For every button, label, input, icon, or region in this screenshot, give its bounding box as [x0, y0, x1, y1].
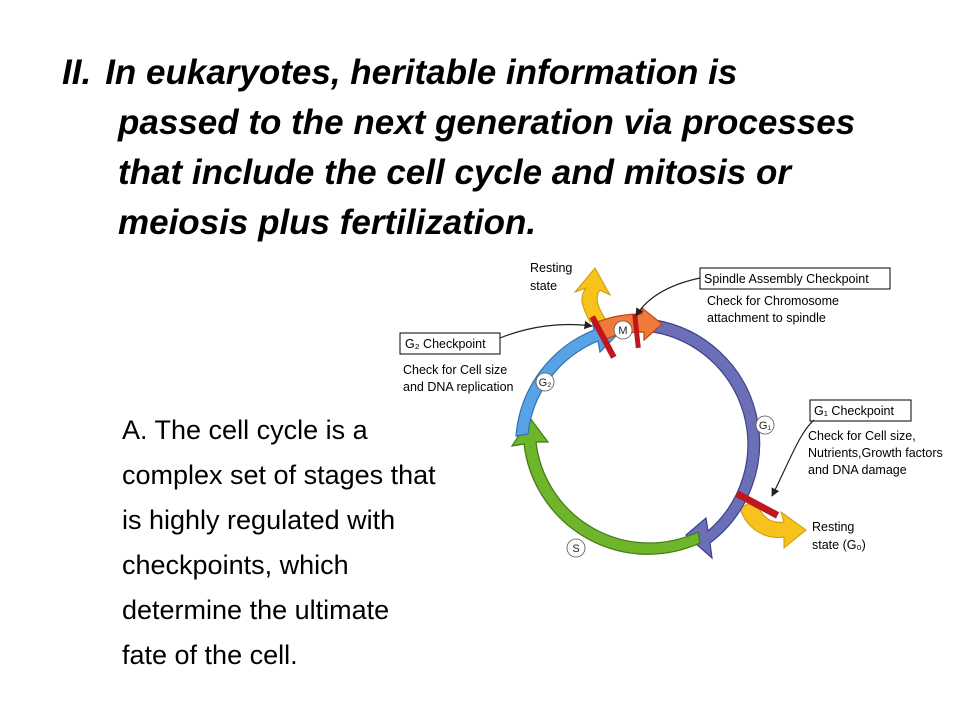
checkpoint-bar-g1 [735, 490, 780, 519]
phase-arc-g1 [652, 319, 761, 560]
resting-arrow-top [573, 267, 612, 323]
svg-text:M: M [618, 325, 627, 337]
body-line-2: complex set of stages that [122, 460, 436, 490]
phase-arc-s [510, 416, 701, 555]
svg-text:Check for Cell size,: Check for Cell size, [808, 429, 916, 443]
heading-line-1: II. In eukaryotes, heritable information … [62, 48, 942, 98]
svg-text:Check for Chromosome: Check for Chromosome [707, 294, 839, 308]
svg-text:state (G₀): state (G₀) [812, 538, 866, 552]
body-line-1: A. The cell cycle is a [122, 415, 368, 445]
svg-text:G₁ Checkpoint: G₁ Checkpoint [814, 404, 894, 418]
resting-state-top-label: Resting state [530, 261, 572, 293]
resting-arrow-bottom [739, 499, 807, 550]
spindle-checkpoint-box: Spindle Assembly Checkpoint Check for Ch… [635, 267, 891, 325]
svg-text:G₂ Checkpoint: G₂ Checkpoint [405, 337, 486, 351]
heading-numeral: II. [62, 53, 92, 92]
g2-checkpoint-box: G₂ Checkpoint Check for Cell size and DN… [399, 320, 593, 394]
phase-label-g1: G₁ [755, 415, 775, 435]
svg-text:Spindle Assembly Checkpoint: Spindle Assembly Checkpoint [704, 272, 869, 286]
cell-cycle-description: A. The cell cycle is a complex set of st… [122, 408, 522, 678]
resting-state-bottom-label: Resting state (G₀) [812, 520, 866, 552]
phase-label-s: S [566, 538, 586, 558]
heading-line-3: that include the cell cycle and mitosis … [118, 153, 791, 192]
body-line-5: determine the ultimate [122, 595, 390, 625]
heading-line-2: passed to the next generation via proces… [118, 103, 856, 142]
heading-line-4: meiosis plus fertilization. [118, 203, 537, 242]
svg-text:G₂: G₂ [539, 377, 552, 389]
svg-text:G₁: G₁ [759, 420, 772, 432]
svg-text:and DNA replication: and DNA replication [403, 380, 514, 394]
svg-text:Check for Cell size: Check for Cell size [403, 363, 507, 377]
checkpoint-bar-g2 [589, 315, 617, 359]
svg-text:Resting: Resting [812, 520, 854, 534]
svg-text:attachment to spindle: attachment to spindle [707, 311, 826, 325]
phase-label-m: M [613, 320, 633, 340]
svg-text:S: S [572, 543, 579, 555]
heading-text-1: In eukaryotes, heritable information is [105, 53, 738, 92]
svg-text:Resting: Resting [530, 261, 572, 275]
body-line-6: fate of the cell. [122, 640, 298, 670]
svg-text:Nutrients,Growth factors: Nutrients,Growth factors [808, 446, 943, 460]
body-line-3: is highly regulated with [122, 505, 396, 535]
phase-label-g2: G₂ [535, 372, 555, 392]
g1-checkpoint-box: G₁ Checkpoint Check for Cell size, Nutri… [771, 399, 943, 497]
svg-text:state: state [530, 279, 557, 293]
body-line-4: checkpoints, which [122, 550, 349, 580]
slide-heading: II. In eukaryotes, heritable information … [62, 48, 942, 248]
checkpoint-bar-spindle [632, 313, 641, 349]
svg-text:and DNA damage: and DNA damage [808, 463, 907, 477]
